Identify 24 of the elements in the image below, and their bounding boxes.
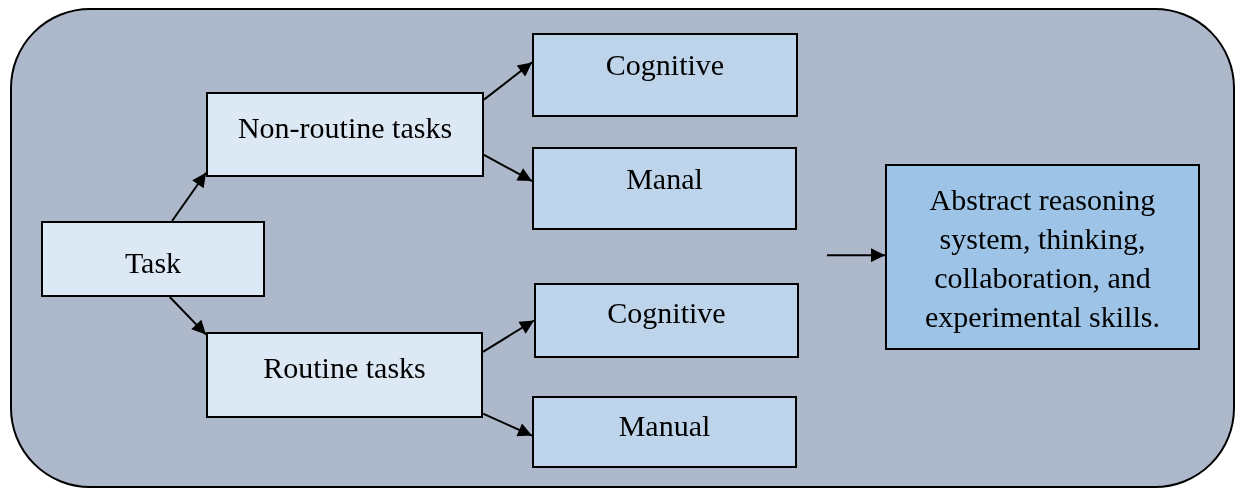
node-label: Manal (625, 161, 704, 197)
node-label: Routine tasks (262, 350, 427, 386)
node-label: Task (123, 245, 183, 281)
process-box (206, 92, 484, 177)
arrow (168, 296, 207, 336)
category-box (532, 33, 798, 117)
outcome-box (885, 164, 1200, 350)
node-label: Cognitive (604, 47, 726, 83)
node-label: Cognitive (606, 295, 727, 331)
arrow (483, 61, 533, 101)
arrow (482, 412, 533, 437)
arrow (171, 171, 207, 222)
rounded-panel (10, 8, 1235, 488)
node-label: Manual (617, 408, 712, 444)
category-box (532, 147, 797, 230)
process-box (206, 332, 483, 418)
arrow (826, 248, 886, 263)
arrow (482, 319, 535, 353)
node-label: Abstract reasoning system, thinking, collaboration, and experimental skills. (924, 182, 1161, 335)
category-box (534, 283, 799, 358)
node-label: Non-routine tasks (236, 110, 454, 146)
category-box (532, 396, 797, 468)
process-box (41, 221, 265, 297)
arrow (483, 153, 533, 183)
